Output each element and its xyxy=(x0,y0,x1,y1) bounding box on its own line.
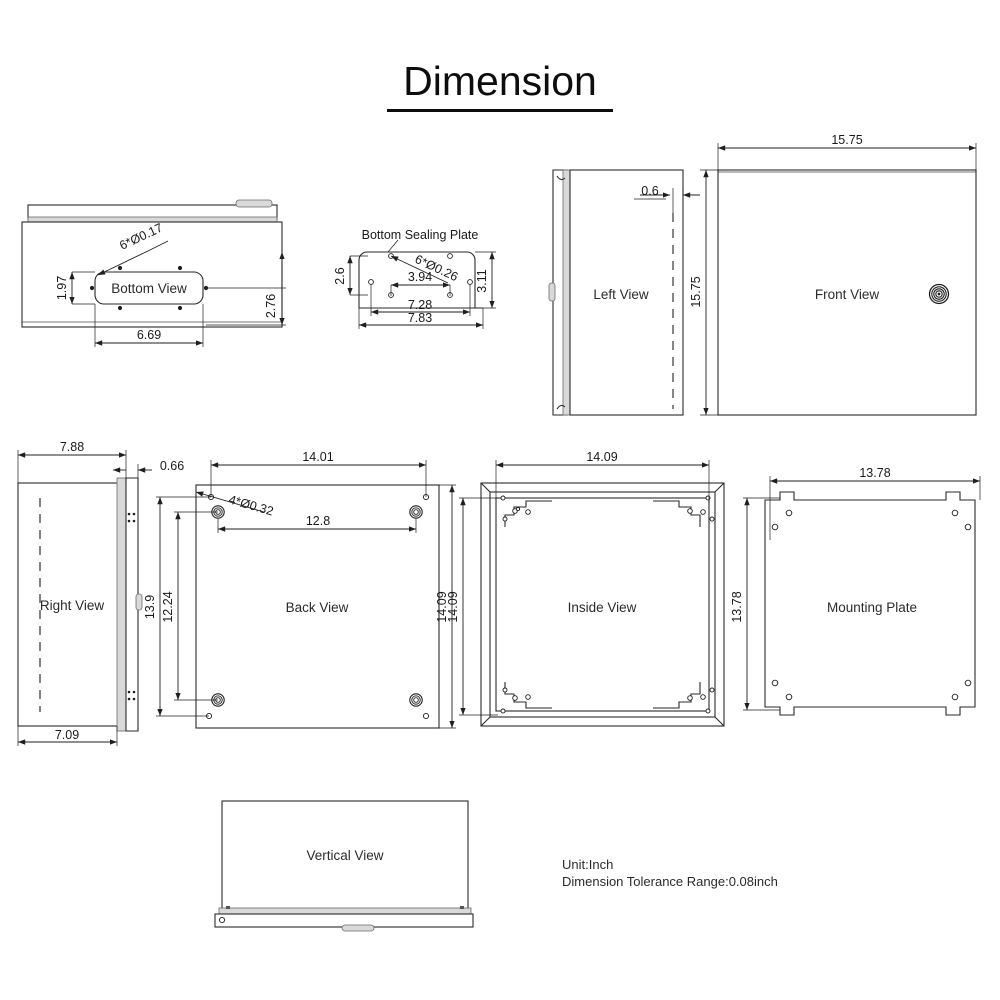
inside-hole xyxy=(500,708,506,714)
inside-hole xyxy=(700,694,706,700)
back-view-boss xyxy=(409,505,423,519)
mounting-plate-hole xyxy=(785,693,793,701)
inside-corner-bracket xyxy=(653,500,701,527)
mounting-plate-dim-width: 13.78 xyxy=(859,466,890,480)
page-title-block: Dimension xyxy=(0,58,1000,112)
left-view-group: Left View 0.6 xyxy=(548,169,700,416)
sealing-plate-hole xyxy=(447,253,453,259)
bottom-hole xyxy=(89,285,95,291)
inside-hole xyxy=(705,708,711,714)
front-view-group: Front View 15.75 15.75 xyxy=(689,133,977,416)
inside-hole xyxy=(709,516,715,522)
mounting-plate-group: Mounting Plate 13.78 13.78 xyxy=(730,466,981,716)
inside-hole xyxy=(515,506,521,512)
sealing-plate-dim-outer: 7.83 xyxy=(408,311,432,325)
notes-block: Unit:Inch Dimension Tolerance Range:0.08… xyxy=(562,857,778,889)
bottom-view-label: Bottom View xyxy=(111,281,187,296)
sealing-plate-dim-right: 3.11 xyxy=(475,269,489,292)
right-view-group: Right View 7.88 xyxy=(17,440,184,746)
mounting-plate-hole xyxy=(964,679,972,687)
vertical-view-label: Vertical View xyxy=(306,848,383,863)
left-view-label: Left View xyxy=(593,287,649,302)
hinge-dots-top xyxy=(127,512,136,523)
right-view-label: Right View xyxy=(40,598,105,613)
inside-view-dim-width: 14.09 xyxy=(586,450,617,464)
front-view-dim-height: 15.75 xyxy=(689,276,703,307)
mounting-plate-hole xyxy=(951,509,959,517)
inside-view-group: Inside View xyxy=(446,450,725,727)
inside-hole xyxy=(687,695,693,701)
inside-corner-bracket xyxy=(504,500,552,527)
sealing-plate-dim-inner: 3.94 xyxy=(408,270,432,284)
vertical-view-group: Vertical View xyxy=(214,800,474,932)
inside-hole xyxy=(502,687,508,693)
tolerance-note: Dimension Tolerance Range:0.08inch xyxy=(562,874,778,889)
right-view-dim-offset: 0.66 xyxy=(160,459,184,473)
mounting-plate-outline xyxy=(764,491,976,716)
bottom-hole xyxy=(177,305,183,311)
bottom-view-dim-width: 6.69 xyxy=(137,328,161,342)
inside-hole xyxy=(502,516,508,522)
units-note: Unit:Inch xyxy=(562,857,613,872)
back-view-dim-inner-width: 12.8 xyxy=(306,514,330,528)
title-underline xyxy=(387,109,613,112)
inside-corner-bracket xyxy=(653,682,701,709)
back-view-group: Back View xyxy=(143,450,456,729)
bottom-hole xyxy=(117,265,123,271)
back-view-dim-height: 13.9 xyxy=(143,595,157,619)
sealing-plate-hole xyxy=(368,279,374,285)
bottom-view-dim-depth: 2.76 xyxy=(264,294,278,318)
back-view-label: Back View xyxy=(286,600,349,615)
back-view-dim-width: 14.01 xyxy=(302,450,333,464)
sealing-plate-dim-left: 2.6 xyxy=(333,267,347,284)
back-view-hole xyxy=(422,712,430,720)
mounting-plate-hole xyxy=(771,679,779,687)
left-view-dim-thickness: 0.6 xyxy=(641,184,658,198)
back-view-dim-inner-height: 12.24 xyxy=(161,591,175,622)
vertical-view-hole xyxy=(218,916,226,924)
lock-knob-icon xyxy=(928,283,950,305)
mounting-plate-hole xyxy=(771,523,779,531)
mounting-plate-hole xyxy=(951,693,959,701)
inside-hole xyxy=(512,695,518,701)
inside-corner-bracket xyxy=(504,682,552,709)
right-view-dim-width-top: 7.88 xyxy=(60,440,84,454)
inside-hole xyxy=(705,495,711,501)
bottom-view-group: Bottom View 6*Ø0.17 1.97 6.69 xyxy=(21,199,286,347)
inside-hole xyxy=(700,509,706,515)
inside-hole xyxy=(500,495,506,501)
right-view-dim-width-bottom: 7.09 xyxy=(55,728,79,742)
page-title: Dimension xyxy=(403,58,597,104)
front-view-dim-width: 15.75 xyxy=(831,133,862,147)
mounting-plate-hole xyxy=(785,509,793,517)
bottom-hole xyxy=(177,265,183,271)
inside-hole xyxy=(525,694,531,700)
mounting-plate-hole xyxy=(964,523,972,531)
mounting-plate-dim-height: 13.78 xyxy=(730,591,744,622)
back-view-dim-side-height: 14.09 xyxy=(435,591,449,622)
inside-hole xyxy=(525,509,531,515)
bottom-sealing-plate-label: Bottom Sealing Plate xyxy=(362,228,479,242)
hinge-dots-bottom xyxy=(127,690,136,701)
inside-view-label: Inside View xyxy=(568,600,637,615)
front-view-label: Front View xyxy=(815,287,880,302)
sealing-plate-hole xyxy=(467,279,473,285)
sealing-plate-dim-mid: 7.28 xyxy=(408,298,432,312)
inside-hole xyxy=(687,508,693,514)
bottom-view-dim-height: 1.97 xyxy=(55,276,69,300)
bottom-hole xyxy=(117,305,123,311)
back-view-boss xyxy=(409,693,423,707)
inside-view-dim-height: 14.09 xyxy=(446,591,460,622)
inside-hole xyxy=(709,687,715,693)
mounting-plate-label: Mounting Plate xyxy=(827,600,917,615)
bottom-sealing-plate-group: Bottom Sealing Plate 6*Ø0.26 2.6 xyxy=(333,228,496,329)
